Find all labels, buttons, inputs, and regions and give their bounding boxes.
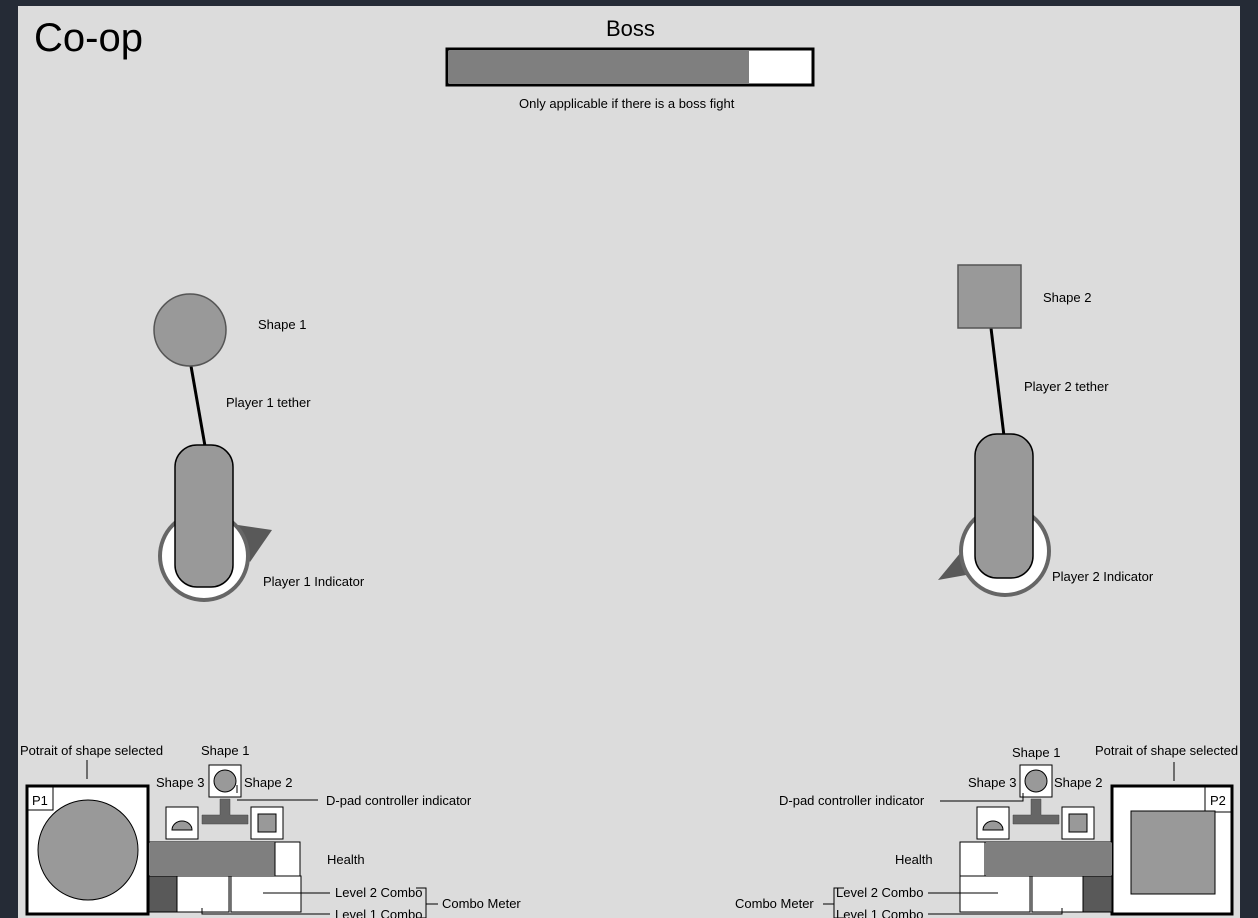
p2-dpad-callout: [940, 793, 1024, 802]
p1-dpad-label: D-pad controller indicator: [326, 793, 472, 808]
p2-combo-level-1-cell: [1031, 875, 1084, 913]
boss-health-bar: [445, 47, 815, 87]
player-1-hud: [25, 760, 438, 918]
p2-combo-label: Combo Meter: [735, 896, 814, 911]
p1-combo-bracket: [416, 887, 438, 918]
p1-level2-label: Level 2 Combo: [335, 885, 423, 900]
player-1-tether-label: Player 1 tether: [226, 395, 311, 410]
p1-dpad-shape-left-label: Shape 3: [156, 775, 205, 790]
p2-combo-bracket: [823, 887, 844, 918]
p2-dpad-cross-icon: [1012, 798, 1060, 825]
player-1-character: [174, 444, 234, 588]
p2-dpad-shape-left-label: Shape 3: [968, 775, 1017, 790]
player-2-shape-label: Shape 2: [1043, 290, 1092, 305]
p1-portrait-circle: [37, 799, 139, 901]
player-2-tether-label: Player 2 tether: [1024, 379, 1109, 394]
page-title: Co-op: [34, 16, 143, 60]
p2-level1-label: Level 1 Combo: [836, 907, 924, 918]
p1-dpad-right-box: [250, 806, 284, 840]
boss-note: Only applicable if there is a boss fight: [519, 96, 735, 111]
p1-combo-level-2-cell: [230, 875, 302, 913]
p1-health-fill: [150, 843, 275, 875]
p1-combo-level-1-cell: [176, 875, 230, 913]
p1-dpad-shape-up-label: Shape 1: [201, 743, 250, 758]
p1-dpad-cross-icon: [201, 798, 249, 825]
player-1-tether-line: [189, 365, 207, 447]
p2-tag: P2: [1210, 793, 1226, 808]
p2-dpad-label: D-pad controller indicator: [779, 793, 925, 808]
p1-portrait-label: Potrait of shape selected: [20, 743, 164, 758]
p2-dpad-right-square-icon: [1068, 813, 1088, 833]
hud-diagram: [25, 47, 1234, 918]
p2-combo-dark-cell: [1082, 875, 1113, 913]
p2-dpad-left-box: [976, 806, 1010, 840]
player-2-indicator-label: Player 2 Indicator: [1052, 569, 1154, 584]
p1-combo-label: Combo Meter: [442, 896, 521, 911]
player-2-hud: [823, 762, 1234, 918]
p1-dpad-shape-right-label: Shape 2: [244, 775, 293, 790]
p2-dpad-shape-up-label: Shape 1: [1012, 745, 1061, 760]
p2-level2-label: Level 2 Combo: [836, 885, 924, 900]
p1-health-label: Health: [327, 852, 365, 867]
p2-portrait-square: [1130, 810, 1216, 895]
p1-dpad-left-dome-icon: [171, 820, 193, 831]
p2-combo-level-2-cell: [959, 875, 1031, 913]
boss-label: Boss: [606, 16, 655, 41]
player-2-shape-square: [957, 264, 1022, 329]
p1-tag-box: [27, 786, 54, 811]
game-canvas: Co-op Boss Only applicable if there is a…: [18, 6, 1240, 918]
p1-level1-callout: [201, 908, 330, 915]
boss-bar-fill: [449, 51, 749, 83]
p2-health-label: Health: [895, 852, 933, 867]
p2-portrait-label: Potrait of shape selected: [1095, 743, 1239, 758]
player-2-character: [974, 433, 1034, 579]
player-1-indicator-label: Player 1 Indicator: [263, 574, 365, 589]
p2-dpad-left-dome-icon: [982, 820, 1004, 831]
p2-dpad-up-circle-icon: [1024, 769, 1048, 793]
p2-dpad-shape-right-label: Shape 2: [1054, 775, 1103, 790]
p2-health-fill: [986, 843, 1111, 875]
player-1-shape-label: Shape 1: [258, 317, 307, 332]
p2-level1-callout: [928, 908, 1063, 915]
p1-dpad-right-square-icon: [257, 813, 277, 833]
p1-level1-label: Level 1 Combo: [335, 907, 423, 918]
player-1-shape-circle: [153, 293, 227, 367]
p2-tag-box: [1204, 786, 1232, 813]
p1-tag: P1: [32, 793, 48, 808]
p1-dpad-up-circle-icon: [213, 769, 237, 793]
p1-combo-dark-cell: [148, 875, 178, 913]
player-2-tether-line: [989, 327, 1006, 437]
